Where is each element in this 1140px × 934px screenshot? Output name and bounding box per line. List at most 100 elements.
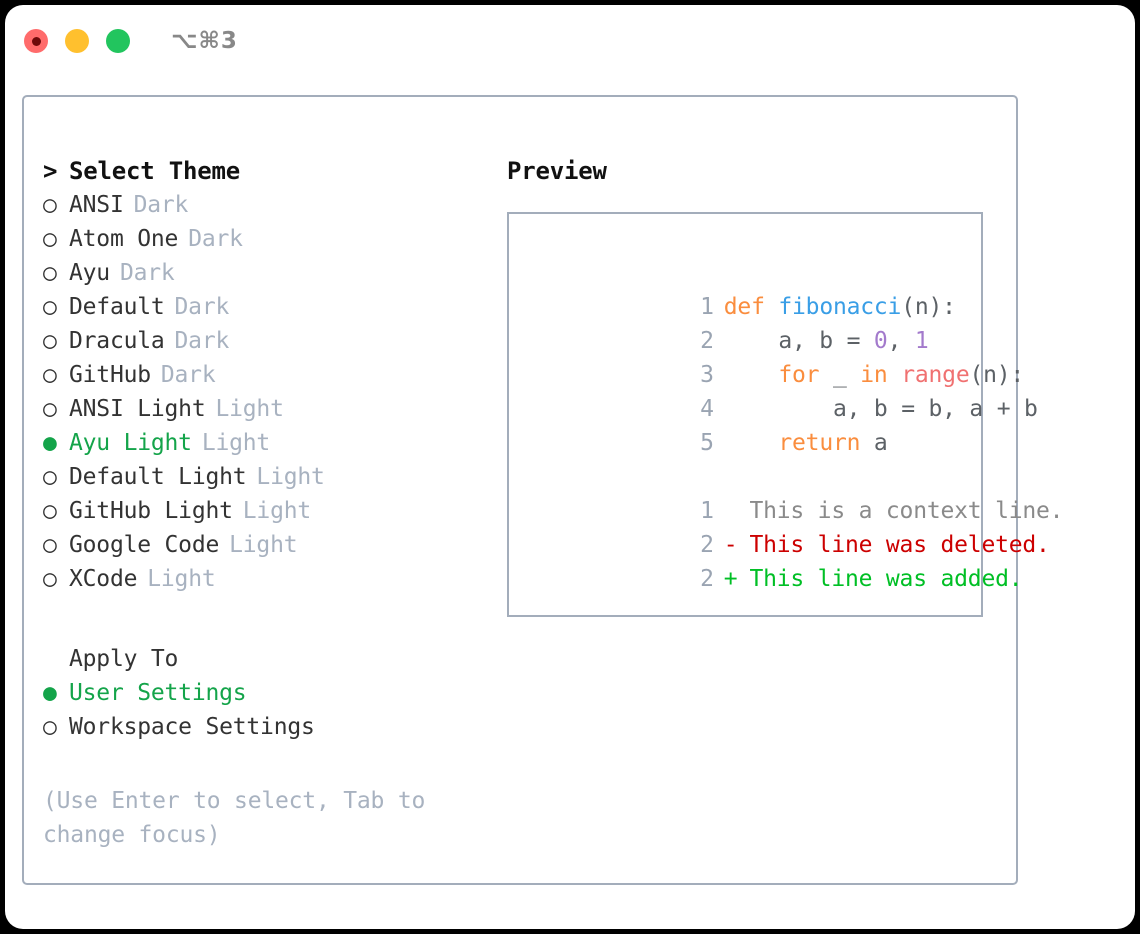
theme-name: Atom One: [69, 226, 179, 252]
code-line: 3 for _ in range(n):: [528, 324, 1024, 388]
theme-badge: Light: [242, 498, 312, 524]
code-token-plain: (n):: [969, 362, 1025, 388]
radio-icon: ○: [43, 396, 57, 422]
code-token-keyword: def: [723, 294, 779, 320]
apply-to-list: ● User Settings ○Workspace Settings: [43, 676, 502, 744]
theme-name: Default: [69, 294, 165, 320]
theme-name: Google Code: [69, 532, 220, 558]
shortcut-label: ⌥⌘3: [171, 28, 238, 54]
theme-badge: Dark: [160, 362, 216, 388]
spacer: [43, 596, 502, 642]
line-number: 2: [700, 328, 714, 354]
apply-to-label: Apply To: [69, 646, 179, 672]
maximize-button[interactable]: [106, 29, 130, 53]
theme-badge: Dark: [119, 260, 175, 286]
title-bar: ⌥⌘3: [5, 5, 1135, 77]
theme-badge: Light: [215, 396, 284, 422]
theme-badge: Light: [256, 464, 325, 490]
radio-icon: ○: [43, 362, 57, 388]
keyboard-hint: (Use Enter to select, Tab to change focu…: [43, 788, 426, 848]
code-token-plain: a: [860, 430, 888, 456]
diff-sign-plus: +: [723, 566, 738, 592]
list-item[interactable]: ○ ANSI Light Light: [43, 392, 502, 426]
select-theme-label: Select Theme: [69, 157, 240, 185]
code-line: 1 def fibonacci(n):: [528, 256, 981, 320]
code-token-function: fibonacci: [778, 294, 902, 320]
line-number: 2: [700, 566, 714, 592]
radio-icon: ○: [43, 192, 57, 218]
line-number: 4: [700, 396, 714, 422]
theme-name: ANSI: [69, 192, 124, 218]
theme-name: XCode: [69, 566, 138, 592]
apply-to-item-label: User Settings: [69, 680, 247, 706]
theme-badge: Dark: [133, 192, 189, 218]
code-line: 2 a, b = 0, 1: [528, 290, 981, 354]
caret-icon: >: [43, 157, 58, 185]
select-theme-heading: > Select Theme: [43, 154, 502, 188]
code-line: 4 a, b = b, a + b: [528, 358, 1038, 422]
line-number: 1: [700, 294, 714, 320]
apply-to-heading: Apply To: [43, 642, 502, 676]
radio-icon: ○: [43, 260, 57, 286]
diff-text: This line was added.: [749, 566, 1023, 592]
list-item[interactable]: ○ XCode Light: [43, 562, 502, 596]
line-number: 2: [700, 532, 714, 558]
list-item[interactable]: ○ Atom One Dark: [43, 222, 502, 256]
record-indicator-icon: [31, 36, 41, 46]
diff-sign-minus: -: [723, 532, 738, 558]
radio-icon: ○: [43, 498, 57, 524]
code-token-number: 1: [914, 328, 929, 354]
radio-icon: ○: [43, 328, 57, 354]
code-token-plain: (n):: [901, 294, 956, 320]
diff-line-deleted: 2-This line was deleted.: [528, 494, 1050, 558]
radio-icon: ○: [43, 714, 57, 740]
theme-name: GitHub: [69, 362, 151, 388]
window-controls: [24, 29, 130, 53]
code-token-keyword: in: [860, 362, 888, 388]
line-number: 1: [700, 498, 714, 524]
minimize-button[interactable]: [65, 29, 89, 53]
list-item-selected[interactable]: ● Ayu Light Light: [43, 426, 502, 460]
code-line: 5 return a: [528, 392, 981, 456]
list-item[interactable]: ○ ANSI Dark: [43, 188, 502, 222]
code-token-keyword: for: [778, 362, 820, 388]
theme-badge: Light: [201, 430, 271, 456]
radio-icon: ○: [43, 566, 57, 592]
code-token-plain: a, b =: [723, 328, 874, 354]
diff-line-added: 2 + This line was added.: [528, 528, 1022, 592]
code-token-keyword: return: [778, 430, 861, 456]
theme-name: Ayu Light: [69, 430, 192, 456]
apply-to-item-user-settings[interactable]: ● User Settings: [43, 676, 502, 710]
code-token-plain: ,: [887, 328, 915, 354]
close-button[interactable]: [24, 29, 48, 53]
radio-icon: ○: [43, 464, 57, 490]
list-item[interactable]: ○ GitHub Dark: [43, 358, 502, 392]
theme-name: ANSI Light: [69, 396, 206, 422]
theme-badge: Dark: [188, 226, 243, 252]
radio-selected-icon: ●: [43, 430, 57, 456]
code-token-plain: a, b = b, a + b: [723, 396, 1038, 422]
preview-heading: Preview: [507, 157, 607, 185]
diff-line-context: 1 This is a context line.: [528, 460, 1063, 524]
radio-icon: ○: [43, 294, 57, 320]
apply-to-item-workspace-settings[interactable]: ○Workspace Settings: [43, 710, 502, 744]
code-token-builtin: range: [901, 362, 970, 388]
diff-sign: [724, 498, 738, 524]
line-number: 5: [700, 430, 714, 456]
theme-badge: Light: [147, 566, 216, 592]
code-token-plain: [888, 362, 902, 388]
radio-icon: ○: [43, 226, 57, 252]
diff-text: This line was deleted.: [749, 532, 1050, 558]
radio-selected-icon: ●: [43, 680, 57, 706]
